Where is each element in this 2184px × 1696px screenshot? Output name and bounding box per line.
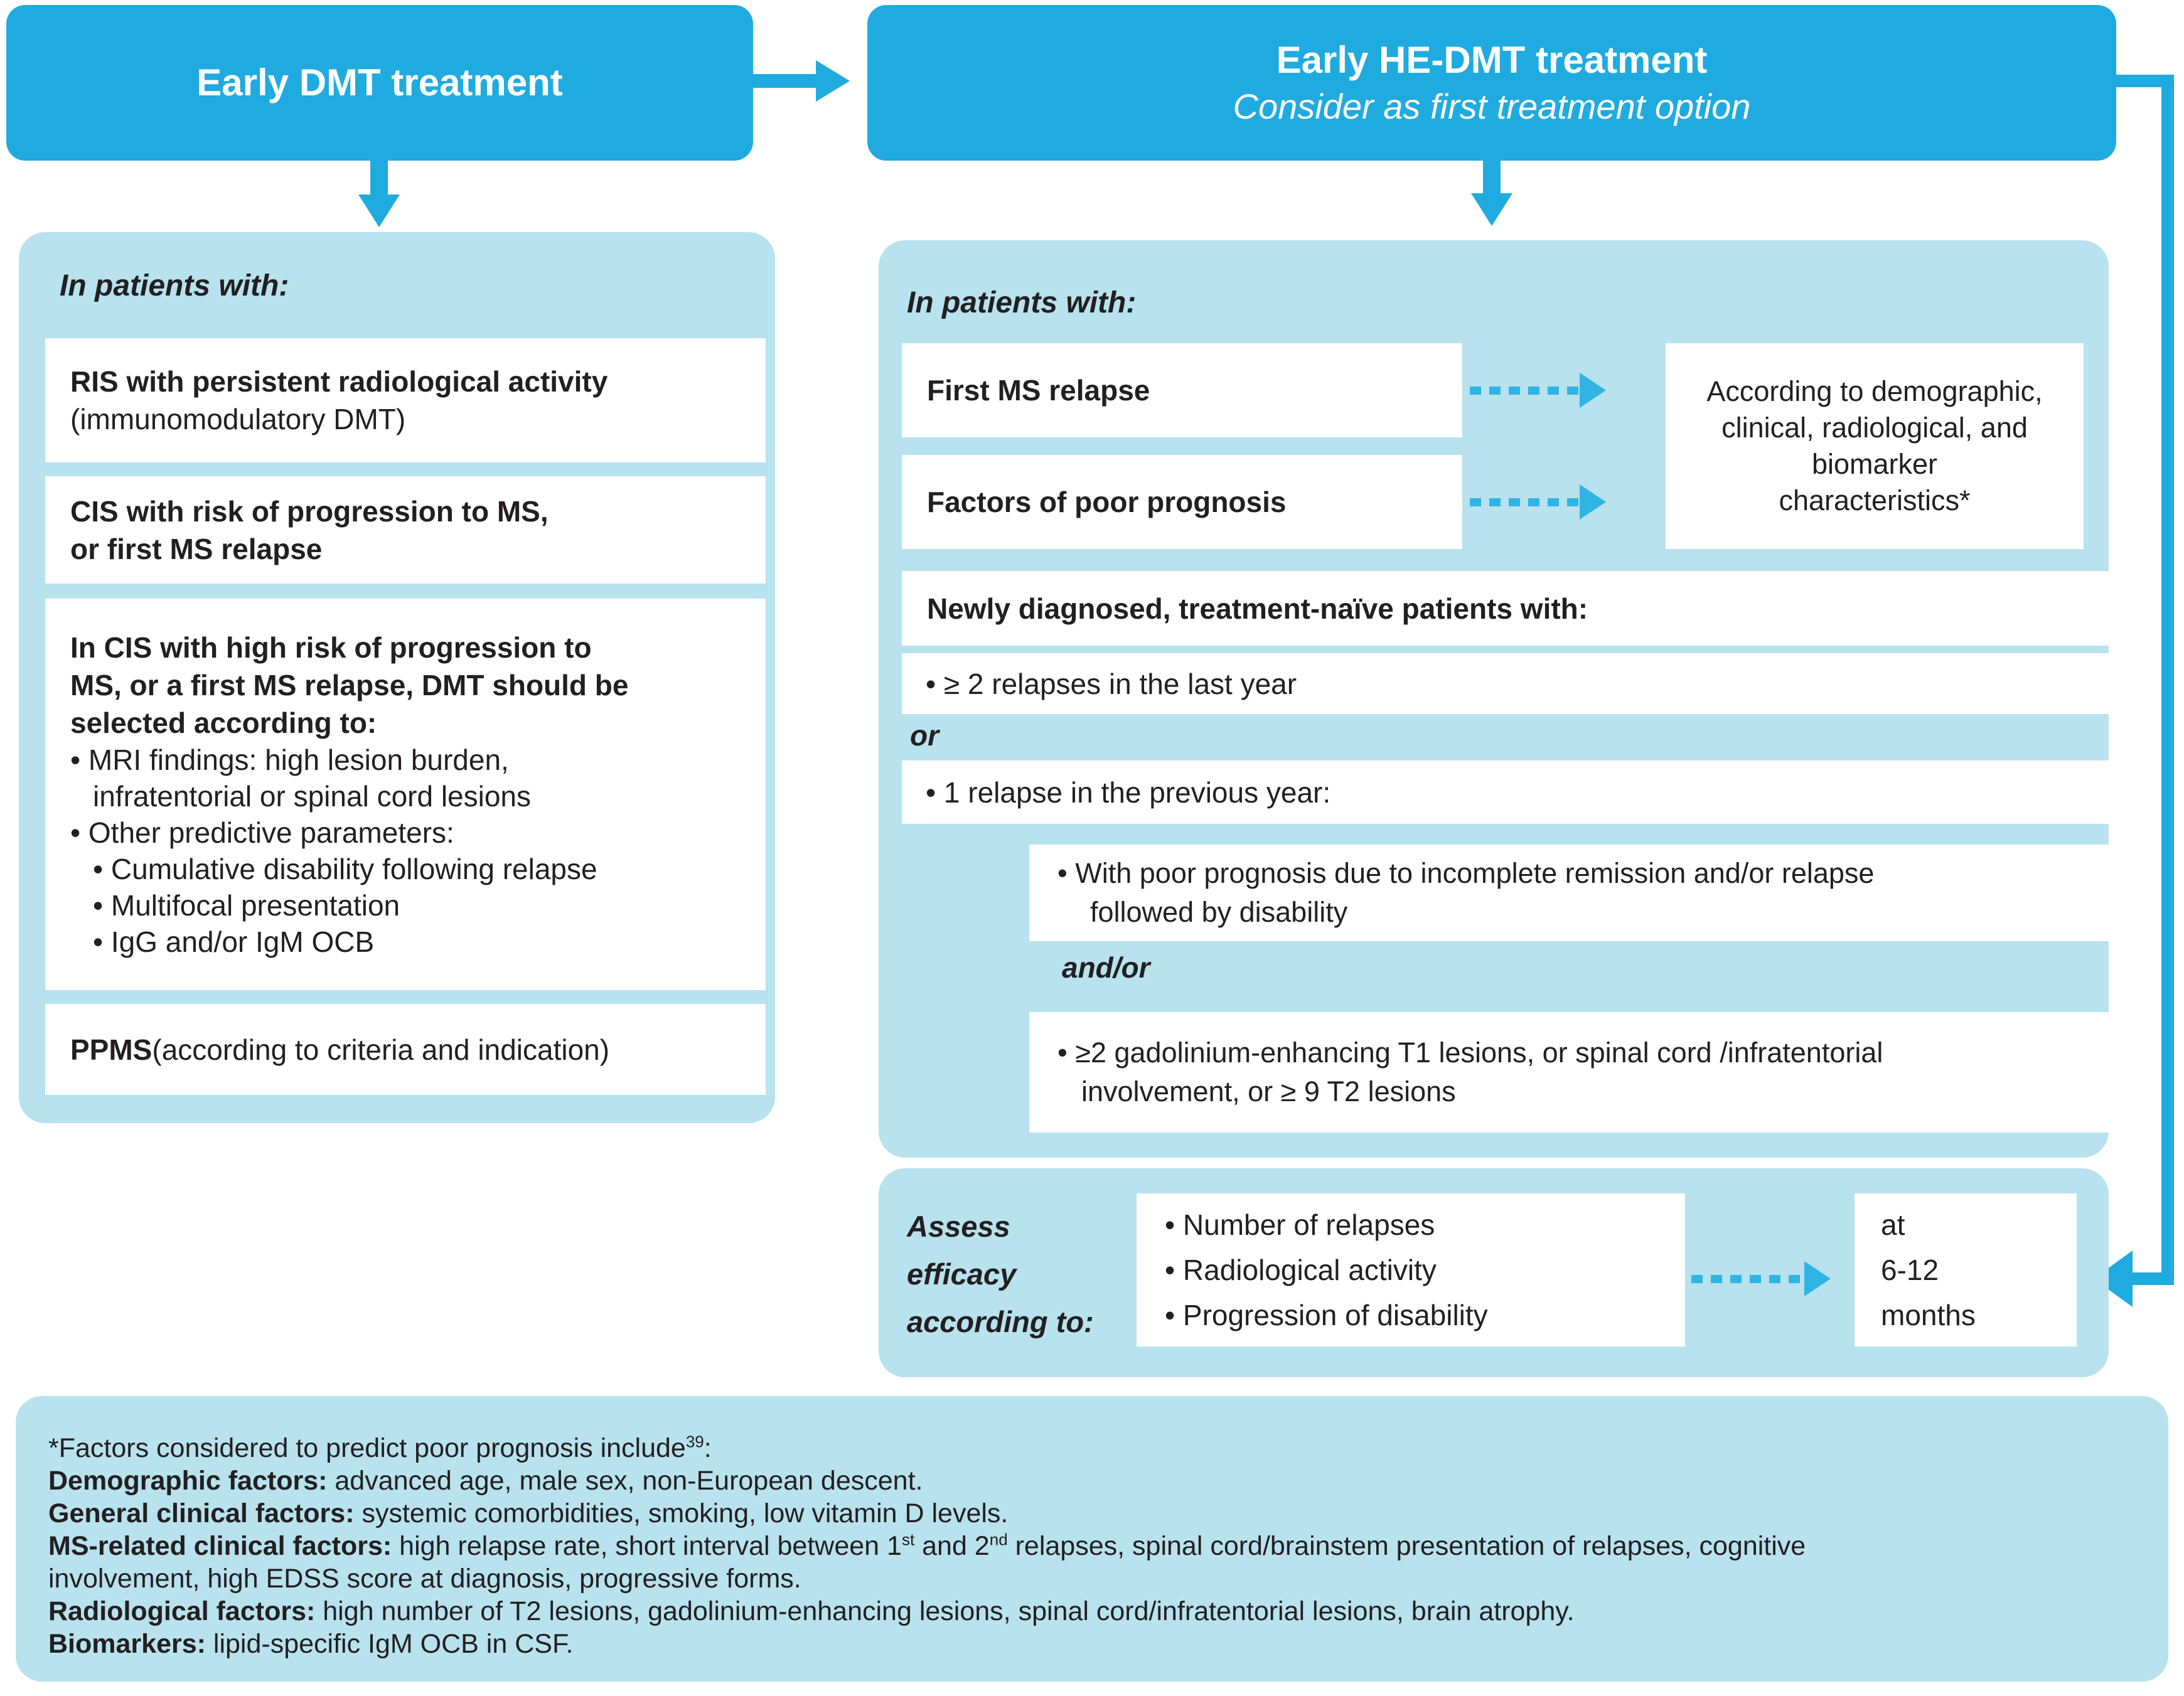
dashed-arrow-first-relapse-line [1470,387,1580,395]
footnote-biomarkers-line: Biomarkers: lipid-specific IgM OCB in CS… [48,1628,2137,1660]
footnote-intro-line: *Factors considered to predict poor prog… [48,1432,2137,1464]
poor-prognosis-factors-box: Factors of poor prognosis [902,455,1462,549]
header-connector-arrow-line [752,74,816,88]
footnote-general-line: General clinical factors: systemic comor… [48,1497,2137,1530]
ppms-box: PPMS (according to criteria and indicati… [45,1004,766,1095]
newly-diagnosed-text: Newly diagnosed, treatment-naïve patient… [927,592,1588,625]
assess-efficacy-label: Assess efficacy according to: [907,1210,1094,1338]
second-superscript: nd [989,1530,1008,1549]
two-relapses-box: • ≥ 2 relapses in the last year [902,653,2109,714]
early-dmt-header-title: Early DMT treatment [196,61,563,104]
one-relapse-box: • 1 relapse in the previous year: [902,760,2109,824]
ms-related-factors-label: MS-related clinical factors: [48,1531,392,1561]
ppms-box-normal-text: (according to criteria and indication) [152,1033,610,1066]
footnote-ms-related-continuation: involvement, high EDSS score at diagnosi… [48,1564,801,1594]
ris-box: RIS with persistent radiological activit… [45,338,766,462]
assess-timing-box: at 6-12 months [1855,1193,2077,1347]
one-relapse-text: • 1 relapse in the previous year: [926,776,1331,809]
right-down-arrow-line [1483,157,1501,195]
with-poor-prognosis-line1: • With poor prognosis due to incomplete … [1057,857,1875,889]
sub-bullet-cumulative-disability: • Cumulative disability following relaps… [93,853,597,885]
footnote-content: *Factors considered to predict poor prog… [16,1396,2168,1660]
gadolinium-lesions-box: • ≥2 gadolinium-enhancing T1 lesions, or… [1029,1012,2114,1133]
footnote-reference-superscript: 39 [685,1432,704,1451]
gadolinium-lesions-line1: • ≥2 gadolinium-enhancing T1 lesions, or… [1057,1037,1883,1069]
with-poor-prognosis-box: • With poor prognosis due to incomplete … [1029,845,2114,941]
cis-box-text: CIS with risk of progression to MS, or f… [70,494,549,565]
bullet-other-parameters: • Other predictive parameters: [70,816,454,849]
early-hedmt-header-box: Early HE-DMT treatment Consider as first… [867,5,2116,161]
biomarkers-label: Biomarkers: [48,1629,206,1659]
assess-timing-text: at 6-12 months [1881,1208,1976,1331]
left-intro-label: In patients with: [60,269,289,302]
ris-box-bold-text: RIS with persistent radiological activit… [70,365,608,398]
two-relapses-text: • ≥ 2 relapses in the last year [926,667,1297,700]
ms-related-factors-text2: and 2 [914,1531,990,1561]
newly-diagnosed-box: Newly diagnosed, treatment-naïve patient… [902,571,2111,646]
dashed-arrow-poor-prognosis-line [1470,498,1580,506]
dashed-arrow-first-relapse-head-icon [1580,373,1606,408]
or-label: or [910,719,939,752]
feedback-arrow-bottom-segment [2133,1272,2174,1285]
ms-related-factors-text3: relapses, spinal cord/brainstem presenta… [1007,1531,1806,1561]
general-clinical-factors-label: General clinical factors: [48,1498,355,1528]
header-connector-arrow-head-icon [816,60,850,102]
early-dmt-panel: In patients with: RIS with persistent ra… [19,232,775,1123]
left-down-arrow-head-icon [358,195,400,227]
first-ms-relapse-box: First MS relapse [902,343,1462,437]
sub-bullet-multifocal: • Multifocal presentation [93,889,400,922]
footnote-radiological-line: Radiological factors: high number of T2 … [48,1595,2137,1628]
right-down-arrow-head-icon [1471,193,1512,226]
assess-criteria-bullets: • Number of relapses • Radiological acti… [1165,1208,1488,1331]
dashed-arrow-assess-head-icon [1804,1261,1831,1296]
footnote-demographic-line: Demographic factors: advanced age, male … [48,1464,2137,1497]
according-characteristics-box: According to demographic, clinical, radi… [1666,343,2084,549]
early-hedmt-header-subtitle: Consider as first treatment option [1233,87,1751,126]
bullet-mri-findings: • MRI findings: high lesion burden, [70,744,509,776]
ris-box-normal-text: (immunomodulatory DMT) [70,403,406,435]
footnote-intro-text: *Factors considered to predict poor prog… [48,1433,686,1463]
biomarkers-text: lipid-specific IgM OCB in CSF. [205,1629,574,1659]
ppms-box-bold-text: PPMS [70,1033,153,1066]
early-hedmt-header-title: Early HE-DMT treatment [1276,39,1708,81]
footnote-ms-related-line: MS-related clinical factors: high relaps… [48,1530,2137,1562]
feedback-arrow-top-segment [2116,75,2174,87]
cis-high-risk-heading: In CIS with high risk of progression to … [70,631,629,739]
first-superscript: st [901,1530,915,1549]
general-clinical-factors-text: systemic comorbidities, smoking, low vit… [354,1498,1009,1528]
early-dmt-header-box: Early DMT treatment [6,5,753,161]
radiological-factors-label: Radiological factors: [48,1596,316,1626]
assess-criteria-box: • Number of relapses • Radiological acti… [1137,1193,1685,1347]
according-characteristics-text: According to demographic, clinical, radi… [1706,375,2043,516]
ms-related-factors-text1: high relapse rate, short interval betwee… [392,1531,902,1561]
feedback-arrow-vertical-segment [2161,75,2174,1285]
sub-bullet-ocb: • IgG and/or IgM OCB [93,925,375,958]
poor-prognosis-factors-text: Factors of poor prognosis [927,486,1287,518]
footnote-panel: *Factors considered to predict poor prog… [16,1396,2168,1682]
dashed-arrow-assess-line [1691,1275,1804,1283]
radiological-factors-text: high number of T2 lesions, gadolinium-en… [315,1596,1575,1626]
bullet-mri-findings-cont: infratentorial or spinal cord lesions [93,780,532,813]
first-ms-relapse-text: First MS relapse [927,374,1150,407]
andor-label: and/or [1062,951,1150,984]
assess-efficacy-panel: Assess efficacy according to: • Number o… [879,1168,2109,1377]
dashed-arrow-poor-prognosis-head-icon [1580,484,1606,520]
demographic-factors-label: Demographic factors: [48,1466,328,1496]
footnote-intro-colon: : [704,1433,712,1463]
gadolinium-lesions-line2: involvement, or ≥ 9 T2 lesions [1081,1075,1456,1107]
right-intro-label: In patients with: [907,286,1137,319]
cis-box: CIS with risk of progression to MS, or f… [45,476,766,584]
demographic-factors-text: advanced age, male sex, non-European des… [327,1466,923,1496]
cis-high-risk-box: In CIS with high risk of progression to … [45,599,766,990]
early-hedmt-panel: In patients with: First MS relapse Facto… [879,240,2114,1158]
left-down-arrow-line [370,159,388,196]
with-poor-prognosis-line2: followed by disability [1090,896,1348,928]
